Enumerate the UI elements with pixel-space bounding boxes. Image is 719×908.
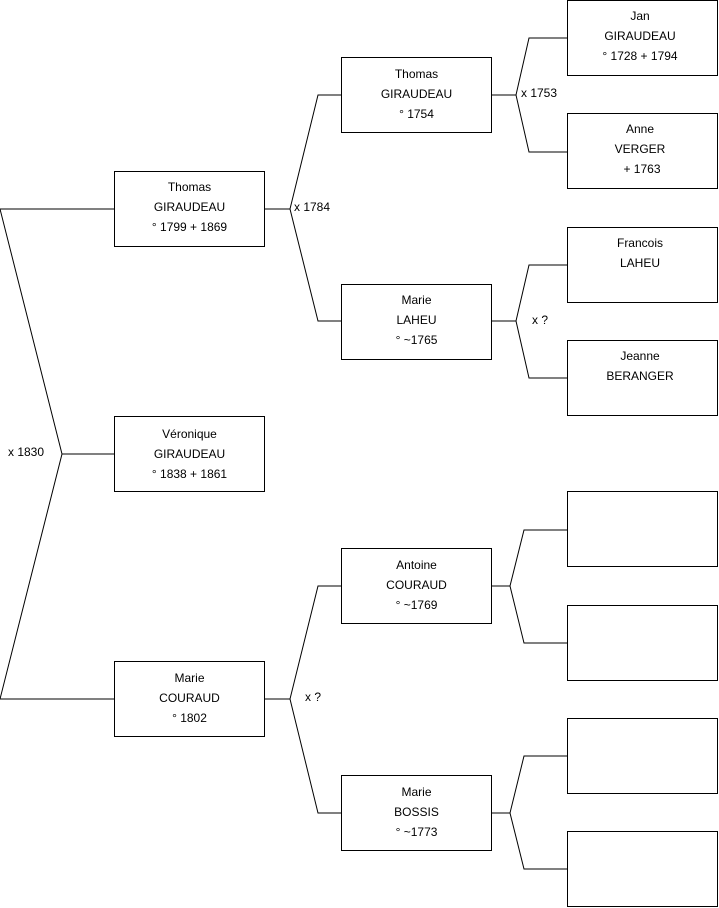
connector-veronique-thomas bbox=[0, 208, 114, 455]
person-box-jeanne-beranger: Jeanne BERANGER bbox=[567, 340, 718, 416]
person-box-marie-bossis: Marie BOSSIS ° ~1773 bbox=[341, 775, 492, 851]
connector-marie-father bbox=[265, 585, 341, 700]
person-dates: ° 1728 + 1794 bbox=[602, 49, 678, 63]
person-box-antoine-couraud: Antoine COURAUD ° ~1769 bbox=[341, 548, 492, 624]
person-surname: GIRAUDEAU bbox=[154, 447, 225, 461]
person-firstname: Marie bbox=[401, 785, 431, 799]
person-firstname: Marie bbox=[174, 671, 204, 685]
person-dates: ° 1799 + 1869 bbox=[152, 220, 228, 234]
person-firstname: Thomas bbox=[395, 67, 438, 81]
marriage-label-1784: x 1784 bbox=[294, 200, 330, 214]
connector-thomas2-mother bbox=[515, 94, 568, 153]
person-box-marie-couraud: Marie COURAUD ° 1802 bbox=[114, 661, 265, 737]
person-firstname: Jan bbox=[630, 9, 649, 23]
person-surname: GIRAUDEAU bbox=[604, 29, 675, 43]
person-dates: ° ~1773 bbox=[396, 825, 438, 839]
person-dates: ° ~1765 bbox=[396, 333, 438, 347]
connector-bossis-mother bbox=[509, 812, 568, 870]
marriage-labels: x 1830 x 1784 x ? x 1753 x ? bbox=[8, 86, 557, 704]
person-surname: LAHEU bbox=[620, 256, 660, 270]
person-surname: GIRAUDEAU bbox=[154, 200, 225, 214]
empty-person-box bbox=[567, 718, 718, 794]
person-firstname: Anne bbox=[626, 122, 654, 136]
person-firstname: Véronique bbox=[162, 427, 217, 441]
person-firstname: Antoine bbox=[396, 558, 437, 572]
person-box-thomas-giraudeau-1754: Thomas GIRAUDEAU ° 1754 bbox=[341, 57, 492, 133]
connector-lines bbox=[0, 37, 568, 870]
marriage-label-1753: x 1753 bbox=[521, 86, 557, 100]
marriage-label-1830: x 1830 bbox=[8, 445, 44, 459]
connector-thomas2-father bbox=[492, 37, 568, 96]
person-box-jan-giraudeau: Jan GIRAUDEAU ° 1728 + 1794 bbox=[567, 0, 718, 76]
person-firstname: Jeanne bbox=[620, 349, 660, 363]
empty-person-box bbox=[567, 491, 718, 567]
person-surname: BERANGER bbox=[606, 369, 674, 383]
person-firstname: Francois bbox=[617, 236, 663, 250]
person-box-francois-laheu: Francois LAHEU bbox=[567, 227, 718, 303]
person-surname: COURAUD bbox=[386, 578, 447, 592]
person-box-anne-verger: Anne VERGER + 1763 bbox=[567, 113, 718, 189]
connector-marie-mother bbox=[289, 698, 341, 814]
connector-laheu-mother bbox=[515, 320, 568, 379]
person-surname: COURAUD bbox=[159, 691, 220, 705]
person-dates: ° 1802 bbox=[172, 711, 207, 725]
connector-bossis-father bbox=[492, 755, 568, 814]
person-box-thomas-giraudeau-1799: Thomas GIRAUDEAU ° 1799 + 1869 bbox=[114, 171, 265, 247]
marriage-label-laheu: x ? bbox=[532, 313, 548, 327]
connector-thomas-father bbox=[265, 94, 341, 210]
person-box-veronique: Véronique GIRAUDEAU ° 1838 + 1861 bbox=[114, 416, 265, 492]
person-firstname: Thomas bbox=[168, 180, 211, 194]
empty-person-box bbox=[567, 831, 718, 907]
person-dates: ° 1754 bbox=[399, 107, 434, 121]
connector-antoine-mother bbox=[509, 585, 568, 644]
person-surname: VERGER bbox=[615, 142, 666, 156]
connector-antoine-father bbox=[492, 529, 568, 587]
person-dates: ° 1838 + 1861 bbox=[152, 467, 228, 481]
person-box-marie-laheu: Marie LAHEU ° ~1765 bbox=[341, 284, 492, 360]
connector-thomas-mother bbox=[289, 208, 341, 322]
person-surname: LAHEU bbox=[396, 313, 436, 327]
person-surname: GIRAUDEAU bbox=[381, 87, 452, 101]
person-surname: BOSSIS bbox=[394, 805, 439, 819]
person-dates: ° ~1769 bbox=[396, 598, 438, 612]
connector-laheu-father bbox=[492, 264, 568, 322]
connector-veronique-marie bbox=[0, 453, 114, 700]
marriage-label-couraud: x ? bbox=[305, 690, 321, 704]
empty-person-box bbox=[567, 605, 718, 681]
person-dates: + 1763 bbox=[623, 162, 660, 176]
person-firstname: Marie bbox=[401, 293, 431, 307]
